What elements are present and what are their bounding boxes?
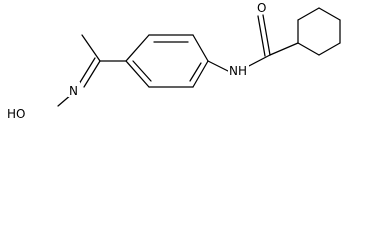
- carbonyl-to-nh-bond: [244, 54, 271, 69]
- atom-labels: O NH N HO: [6, 0, 269, 121]
- benzene-ring: [125, 34, 209, 88]
- carbonyl-double-bond-b: [257, 15, 266, 57]
- aromatic-inner-bond-3: [189, 62, 202, 82]
- oxime-double-bond-a: [83, 60, 101, 88]
- cyclohexane-ring: [297, 7, 341, 56]
- oxime-ho-label: HO: [7, 107, 25, 121]
- oxime-n-label: N: [69, 84, 78, 98]
- amide-group: [207, 14, 299, 72]
- oxime-double-bond-b: [78, 57, 96, 85]
- chemical-structure: O NH N HO: [6, 0, 341, 121]
- methyl-bond: [81, 34, 101, 62]
- ring-to-carbonyl-bond: [269, 42, 299, 56]
- nh-to-ring-bond: [207, 60, 229, 72]
- amide-nh-label: NH: [229, 64, 247, 78]
- aromatic-inner-bond-2: [132, 60, 152, 82]
- carbonyl-double-bond-a: [262, 14, 271, 56]
- oxygen-carbonyl-label: O: [257, 1, 266, 15]
